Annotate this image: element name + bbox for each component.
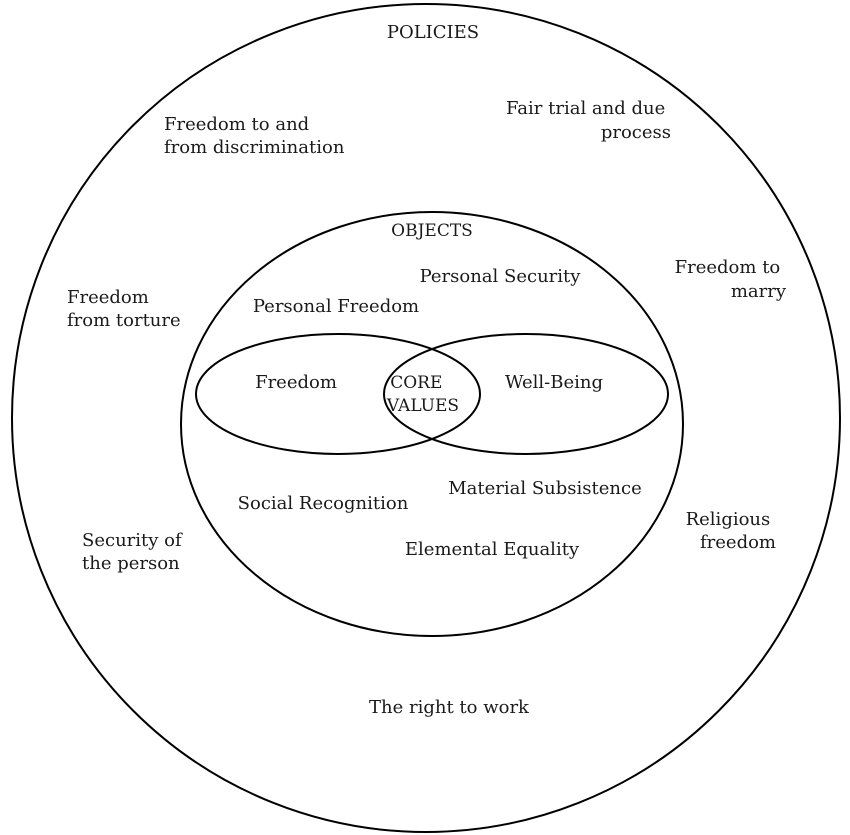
policies-circle — [11, 3, 841, 833]
objects-title: OBJECTS — [391, 221, 473, 241]
policy-religious: Religious freedom — [686, 509, 776, 553]
venn-core-values-label: CORE VALUES — [386, 373, 459, 416]
object-social-recognition: Social Recognition — [238, 493, 409, 514]
freedom-ellipse — [195, 333, 481, 455]
object-personal-security: Personal Security — [420, 266, 582, 287]
policy-security: Security of the person — [82, 530, 187, 574]
policy-torture: Freedom from torture — [67, 287, 181, 331]
venn-freedom-label: Freedom — [255, 372, 337, 393]
object-material-subsistence: Material Subsistence — [448, 478, 642, 499]
venn-well-being-label: Well-Being — [505, 372, 603, 393]
object-elemental-equality: Elemental Equality — [405, 539, 580, 560]
policies-title: POLICIES — [387, 22, 479, 43]
policy-work: The right to work — [369, 697, 530, 718]
objects-circle — [180, 211, 684, 637]
policy-discrimination: Freedom to and from discrimination — [164, 114, 345, 158]
policy-fair-trial: Fair trial and due process — [506, 98, 671, 143]
object-personal-freedom: Personal Freedom — [253, 296, 419, 317]
policy-marry: Freedom to marry — [675, 257, 787, 302]
well-being-ellipse — [383, 333, 669, 455]
